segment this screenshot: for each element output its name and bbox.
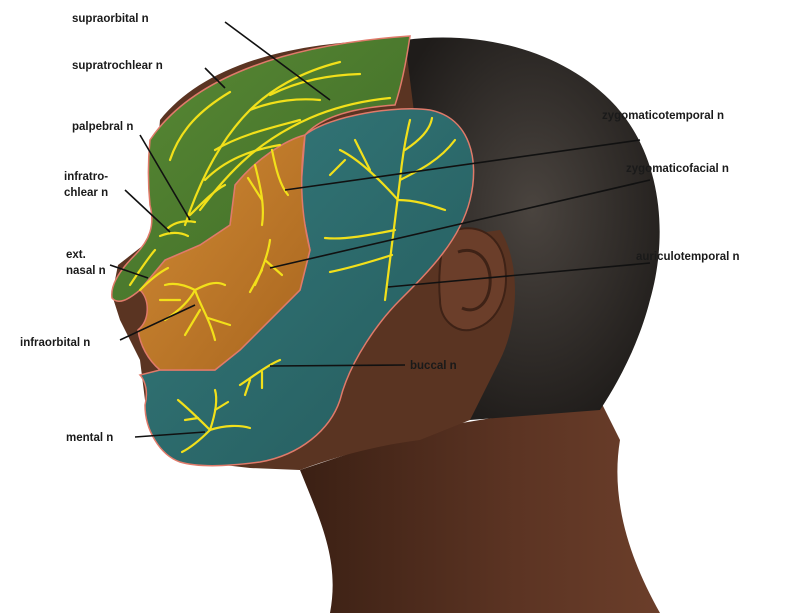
label-supratrochlear: supratrochlear n xyxy=(72,60,163,72)
label-zygomaticofacial: zygomaticofacial n xyxy=(626,163,729,175)
label-buccal: buccal n xyxy=(410,360,457,372)
label-infratrochlear-line2: chlear n xyxy=(64,187,108,199)
label-auriculotemporal: auriculotemporal n xyxy=(636,251,740,263)
label-palpebral: palpebral n xyxy=(72,121,133,133)
leader-buccal xyxy=(270,365,405,366)
label-ext-nasal-line2: nasal n xyxy=(66,265,106,277)
label-infraorbital: infraorbital n xyxy=(20,337,90,349)
label-infratrochlear-line1: infratro- xyxy=(64,171,108,183)
label-supraorbital: supraorbital n xyxy=(72,13,149,25)
label-zygomaticotemporal: zygomaticotemporal n xyxy=(602,110,724,122)
label-ext-nasal-line1: ext. xyxy=(66,249,86,261)
label-mental: mental n xyxy=(66,432,113,444)
